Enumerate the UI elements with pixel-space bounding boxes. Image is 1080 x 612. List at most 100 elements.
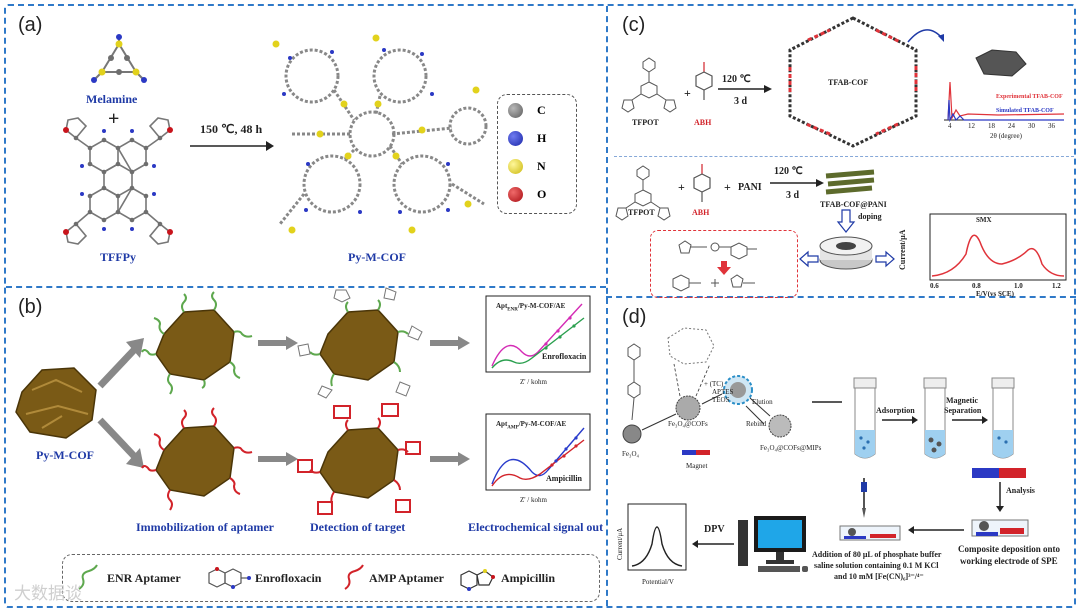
step-detection-label: Detection of target	[310, 520, 406, 534]
smx-structure	[672, 240, 757, 292]
eis-amp-apt: Apt	[496, 420, 508, 428]
dpv-d-xlabel: Potential/V	[642, 578, 674, 586]
py-m-cof-start-label: Py-M-COF	[36, 448, 94, 462]
xrd-xlabel: 2θ (degree)	[990, 132, 1022, 140]
arrow-to-spe-left	[908, 526, 964, 534]
atom-legend: C H N O	[497, 94, 577, 214]
condition-c2-time: 3 d	[786, 190, 800, 201]
eis-plot-amp	[485, 413, 591, 491]
pipette-icon	[861, 478, 867, 518]
plus-sign-a: +	[108, 108, 120, 130]
legend-ampicillin: Ampicillin	[501, 571, 556, 585]
legend-carbon: C	[508, 103, 546, 118]
dpv-c-ylabel: Current/μA	[898, 229, 907, 270]
dpv-c-tick-3: 1.2	[1052, 282, 1061, 290]
py-m-cof-label: Py-M-COF	[348, 250, 406, 264]
pani-label: PANI	[738, 182, 762, 193]
abh-molecule-bottom	[693, 164, 711, 202]
eis-enr-annotation: Enrofloxacin	[542, 352, 587, 361]
composite-line2: working electrode of SPE	[960, 556, 1058, 566]
eis-enr-xlabel: Z' / kohm	[520, 378, 547, 386]
xrd-ticks: 4 12 18 24 30 36	[948, 122, 1068, 132]
arrow-to-red-box	[799, 250, 819, 268]
tfab-cof-pani-material	[825, 169, 875, 195]
xrd-tick-3: 24	[1008, 122, 1015, 130]
reaction-arrow-c1	[718, 85, 772, 93]
analysis-label: Analysis	[1006, 486, 1035, 495]
panel-a-label: (a)	[18, 14, 43, 36]
dpv-plot-c	[929, 213, 1067, 281]
tfab-cof-hexagon	[788, 16, 918, 148]
amp-aptamer-particle	[141, 407, 253, 511]
dpv-plot-d	[627, 503, 687, 571]
tfpot-molecule-bottom	[615, 165, 671, 221]
eis-amp-suffix: /Py-M-COF/AE	[518, 420, 567, 428]
eis-enr-sub: ENR	[507, 307, 518, 313]
plus-sign-c-bottom2: +	[724, 180, 731, 194]
dpv-peak-label: SMX	[976, 216, 992, 224]
xrd-tick-4: 30	[1028, 122, 1035, 130]
abh-label-top: ABH	[694, 118, 712, 127]
magnet-label: Magnet	[686, 462, 708, 470]
melamine-molecule	[91, 34, 147, 83]
arrow-to-vial	[812, 401, 842, 403]
tfpot-molecule-top	[621, 57, 677, 113]
eis-enr-suffix: /Py-M-COF/AE	[517, 302, 566, 310]
legend-enr-aptamer: ENR Aptamer	[107, 571, 181, 585]
enr-aptamer-icon	[78, 564, 98, 590]
addition-line1: Addition of 80 μL of phosphate buffer	[812, 550, 942, 559]
arrow-b-bottom-2	[430, 452, 470, 466]
py-m-cof-particle-start	[15, 367, 97, 439]
arrow-analysis	[996, 482, 1004, 512]
ampicillin-icon	[460, 569, 495, 591]
species-legend: ENR Aptamer Enrofloxacin AMP Aptamer Amp…	[62, 554, 600, 602]
tfpot-label-bottom: TFPOT	[628, 208, 655, 217]
addition-line3: and 10 mM [Fe(CN)₆]³⁻/⁴⁻	[834, 572, 924, 581]
arrow-separation	[952, 416, 988, 424]
branch-arrow-down	[97, 417, 144, 468]
divider-c-d	[606, 296, 1076, 298]
enr-aptamer-particle	[141, 291, 253, 395]
step-signal-label: Electrochemical signal out	[468, 520, 604, 534]
legend-oxygen: O	[508, 187, 546, 202]
watermark-text: 大数据谈	[14, 584, 82, 604]
panel-c-label: (c)	[622, 14, 646, 36]
smx-reaction-box	[650, 230, 798, 298]
doping-arrow	[836, 209, 856, 233]
tffpy-label: TFFPy	[100, 250, 136, 264]
vial-2	[923, 377, 947, 459]
eis-amp-xlabel: Z' / kohm	[520, 496, 547, 504]
spe-electrode-small	[839, 525, 901, 541]
arrow-b-top-2	[430, 336, 470, 350]
electrode-disc	[819, 236, 873, 270]
legend-amp-aptamer: AMP Aptamer	[369, 571, 444, 585]
condition-c1-temp: 120 ℃	[722, 74, 751, 85]
separation-label: Separation	[944, 406, 982, 415]
legend-hydrogen-label: H	[537, 131, 547, 145]
reaction-arrow-c2	[770, 179, 824, 187]
xrd-experimental-label: Experimental TFAB-COF	[996, 94, 1063, 100]
teos-label: TEOS	[712, 396, 730, 404]
tfab-cof-label: TFAB-COF	[828, 78, 869, 87]
nitrogen-atom-icon	[508, 159, 523, 174]
abh-molecule-top	[695, 62, 713, 100]
dpv-d-ylabel: Current/μA	[616, 527, 624, 560]
computer-icon	[738, 516, 808, 572]
adsorption-label: Adsorption	[876, 406, 915, 415]
composite-line1: Composite deposition onto	[958, 544, 1061, 554]
eis-enr-apt: Apt	[496, 302, 508, 310]
fe3o4-synthesis-scheme	[622, 327, 792, 455]
panel-c-separator	[614, 156, 1074, 157]
xrd-plot	[944, 49, 1065, 123]
eis-amp-sub: AMP	[507, 425, 519, 431]
enrofloxacin-icon	[208, 567, 251, 589]
mip-label: Fe₃O₄@COFs@MIPs	[760, 444, 822, 452]
py-m-cof-structure	[272, 34, 488, 234]
dpv-c-xlabel: E/V(vs SCE)	[976, 290, 1014, 298]
vial-1	[853, 377, 877, 459]
tfpot-label-top: TFPOT	[632, 118, 659, 127]
amp-aptamer-icon	[344, 564, 364, 590]
carbon-atom-icon	[508, 103, 523, 118]
magnet-bar-d	[972, 468, 1026, 478]
legend-nitrogen-label: N	[537, 159, 546, 173]
